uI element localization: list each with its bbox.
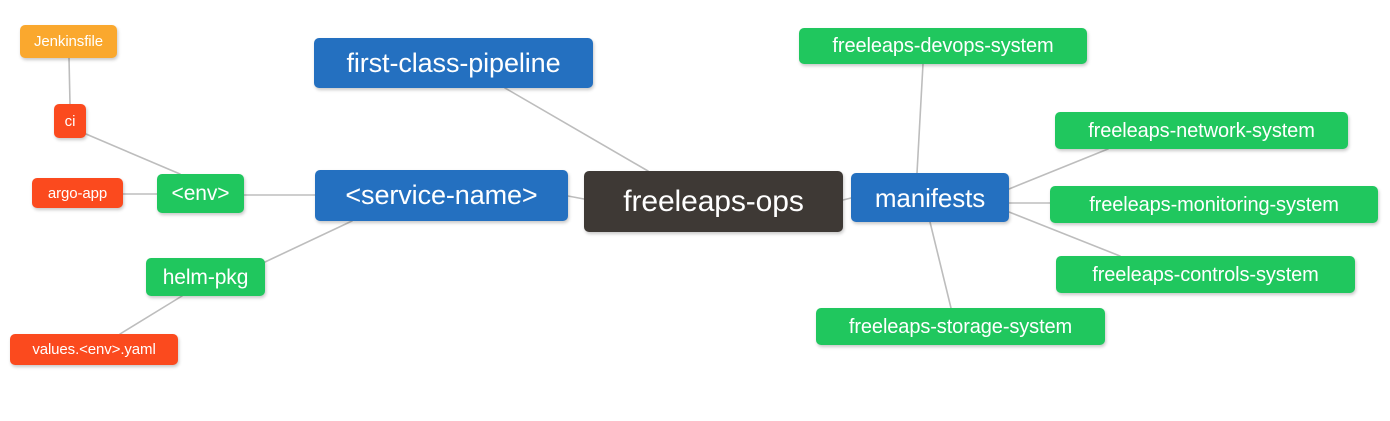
node-first-class-pipeline[interactable]: first-class-pipeline <box>314 38 593 88</box>
node-values-yaml[interactable]: values.<env>.yaml <box>10 334 178 365</box>
node-controls-system[interactable]: freeleaps-controls-system <box>1056 256 1355 293</box>
edge-values-yaml-to-helm-pkg <box>119 295 183 335</box>
node-freeleaps-ops[interactable]: freeleaps-ops <box>584 171 843 232</box>
node-label-controls-system: freeleaps-controls-system <box>1092 263 1319 286</box>
edge-ci-to-env <box>85 133 181 175</box>
edge-helm-pkg-to-service-name <box>264 220 353 263</box>
node-label-first-class-pipeline: first-class-pipeline <box>346 47 561 78</box>
node-jenkinsfile[interactable]: Jenkinsfile <box>20 25 117 58</box>
edge-manifests-to-devops-system <box>916 63 924 174</box>
edge-manifests-to-network-system <box>1008 148 1109 190</box>
edge-jenkinsfile-to-ci <box>68 57 71 105</box>
edge-manifests-to-storage-system <box>929 221 952 309</box>
edge-first-class-pipeline-to-freeleaps-ops <box>504 87 649 172</box>
node-devops-system[interactable]: freeleaps-devops-system <box>799 28 1087 64</box>
node-label-env: <env> <box>171 182 230 205</box>
node-label-argo-app: argo-app <box>47 184 108 202</box>
node-argo-app[interactable]: argo-app <box>32 178 123 208</box>
node-label-monitoring-system: freeleaps-monitoring-system <box>1089 193 1339 216</box>
node-label-jenkinsfile: Jenkinsfile <box>34 33 103 50</box>
node-label-manifests: manifests <box>874 182 986 213</box>
node-label-ci: ci <box>64 112 76 130</box>
node-ci[interactable]: ci <box>54 104 86 138</box>
node-manifests[interactable]: manifests <box>851 173 1009 222</box>
node-monitoring-system[interactable]: freeleaps-monitoring-system <box>1050 186 1378 223</box>
node-label-freeleaps-ops: freeleaps-ops <box>623 184 804 218</box>
node-label-storage-system: freeleaps-storage-system <box>848 315 1073 338</box>
node-network-system[interactable]: freeleaps-network-system <box>1055 112 1348 149</box>
node-label-service-name: <service-name> <box>345 180 538 210</box>
edge-service-name-to-freeleaps-ops <box>567 195 585 200</box>
edge-freeleaps-ops-to-manifests <box>842 197 852 201</box>
node-env[interactable]: <env> <box>157 174 244 213</box>
node-label-helm-pkg: helm-pkg <box>162 265 249 289</box>
node-service-name[interactable]: <service-name> <box>315 170 568 221</box>
node-label-network-system: freeleaps-network-system <box>1088 119 1315 142</box>
node-label-values-yaml: values.<env>.yaml <box>32 341 156 358</box>
node-helm-pkg[interactable]: helm-pkg <box>146 258 265 296</box>
node-storage-system[interactable]: freeleaps-storage-system <box>816 308 1105 345</box>
node-label-devops-system: freeleaps-devops-system <box>832 35 1054 57</box>
